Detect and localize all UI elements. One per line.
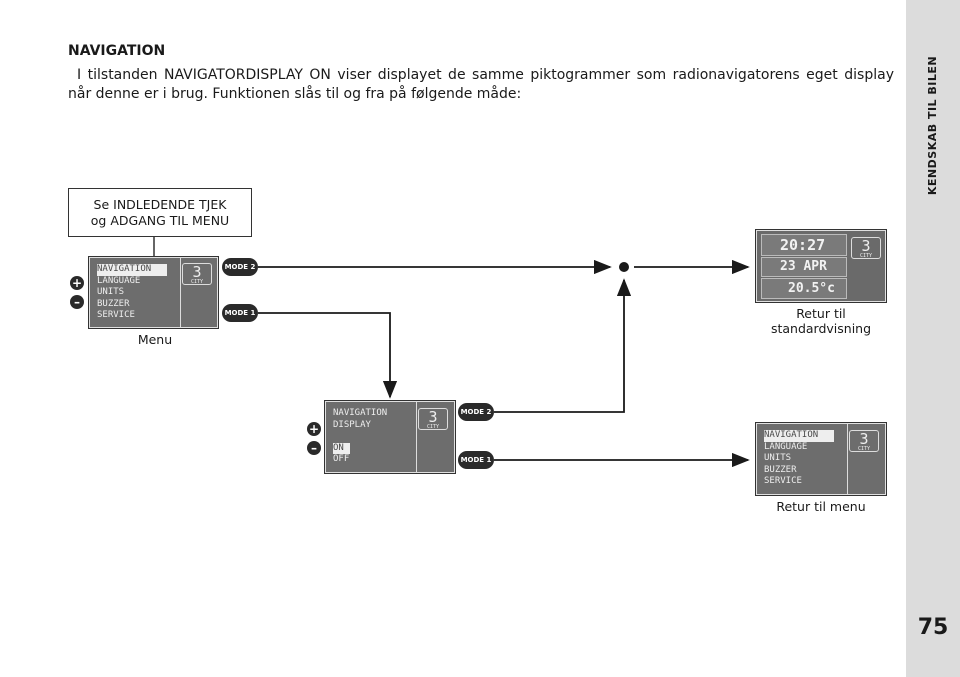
mode1-button[interactable]: MODE 1 xyxy=(222,304,258,322)
nav-option-on: ON xyxy=(333,442,350,454)
city-badge: 3 CITY xyxy=(849,430,879,452)
nav-display: NAVIGATION DISPLAY ON OFF 3 CITY xyxy=(324,400,456,474)
hint-line-2: og ADGANG TIL MENU xyxy=(90,213,230,228)
menu-line-service: SERVICE xyxy=(97,310,135,320)
menu-line-navigation: NAVIGATION xyxy=(764,430,835,442)
menu-caption: Menu xyxy=(137,332,173,347)
temperature-readout: 20.5°c xyxy=(761,278,847,299)
return-menu-caption: Retur til menu xyxy=(776,499,866,514)
menu-line-buzzer: BUZZER xyxy=(764,464,797,475)
flow-diagram-connectors xyxy=(153,237,750,468)
arrow-mode1-to-nav-display xyxy=(258,312,398,399)
return-menu-display: NAVIGATION LANGUAGE UNITS BUZZER SERVICE… xyxy=(755,422,887,496)
menu-line-units: UNITS xyxy=(764,453,792,463)
nav-line-display: DISPLAY xyxy=(333,419,371,430)
mode2-button[interactable]: MODE 2 xyxy=(222,258,258,276)
menu-line-language: LANGUAGE xyxy=(97,275,141,286)
arrow-mode2-up-to-junction xyxy=(494,278,632,413)
nav-option-off: OFF xyxy=(333,454,350,464)
junction-dot xyxy=(619,262,629,272)
plus-button[interactable]: + xyxy=(70,276,84,290)
display-separator xyxy=(180,258,181,327)
menu-line-navigation: NAVIGATION xyxy=(97,264,168,276)
hint-box: Se INDLEDENDE TJEK og ADGANG TIL MENU xyxy=(68,188,252,237)
nav-line-navigation: NAVIGATION xyxy=(333,408,388,418)
standard-caption: Retur til standardvisning xyxy=(756,306,886,336)
menu-line-language: LANGUAGE xyxy=(764,441,808,452)
intro-paragraph: I tilstanden NAVIGATORDISPLAY ON viser d… xyxy=(68,67,894,102)
plus-button[interactable]: + xyxy=(307,422,321,436)
time-readout: 20:27 xyxy=(761,234,847,256)
mode1-button[interactable]: MODE 1 xyxy=(458,451,494,469)
mode2-button[interactable]: MODE 2 xyxy=(458,403,494,421)
menu-line-service: SERVICE xyxy=(764,476,802,486)
standard-display: 20:27 23 APR 20.5°c 3 CITY xyxy=(755,229,887,303)
standard-caption-line-1: Retur til xyxy=(796,306,846,321)
date-readout: 23 APR xyxy=(761,257,847,277)
page-number: 75 xyxy=(917,615,949,640)
sidebar xyxy=(906,0,960,677)
menu-line-units: UNITS xyxy=(97,287,125,297)
city-badge: 3 CITY xyxy=(418,408,448,430)
city-badge: 3 CITY xyxy=(851,237,881,259)
city-badge: 3 CITY xyxy=(182,263,212,285)
minus-button[interactable]: – xyxy=(70,295,84,309)
display-separator xyxy=(847,424,848,494)
standard-caption-line-2: standardvisning xyxy=(770,321,872,336)
menu-display: NAVIGATION LANGUAGE UNITS BUZZER SERVICE… xyxy=(88,256,219,329)
hint-line-1: Se INDLEDENDE TJEK xyxy=(93,197,227,212)
display-separator xyxy=(416,402,417,472)
section-heading: NAVIGATION xyxy=(68,43,166,59)
menu-line-buzzer: BUZZER xyxy=(97,298,130,309)
minus-button[interactable]: – xyxy=(307,441,321,455)
sidebar-title: KENDSKAB TIL BILEN xyxy=(926,55,940,195)
